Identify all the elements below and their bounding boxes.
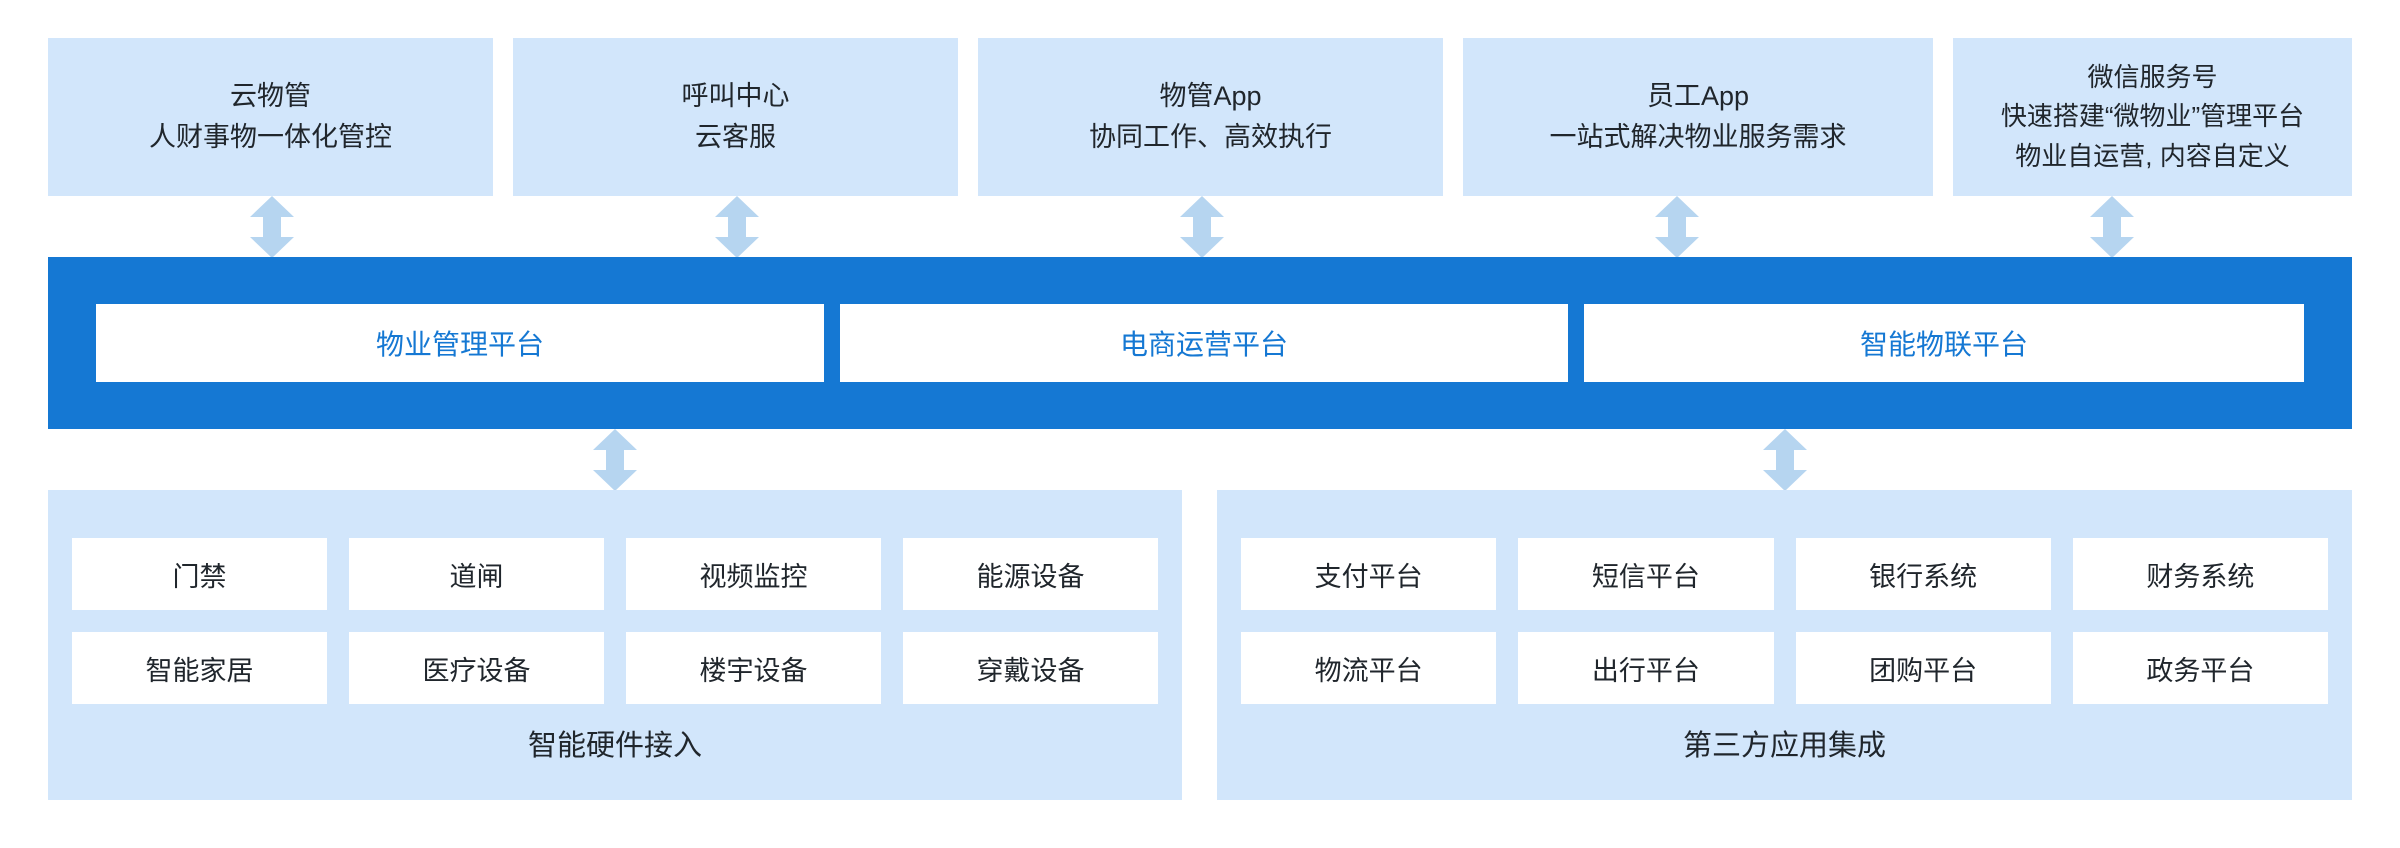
arrow-cloud-to-band xyxy=(250,196,294,258)
platform-card-label: 电商运营平台 xyxy=(1119,329,1288,360)
top-application-row: 云物管 人财事物一体化管控 呼叫中心 云客服 物管App 协同工作、高效执行 员… xyxy=(48,38,2352,196)
arrow-wechat-to-band xyxy=(2090,196,2134,258)
platform-card-label: 物业管理平台 xyxy=(375,329,544,360)
cell-label: 智能家居 xyxy=(145,655,254,686)
platform-card-property-management[interactable]: 物业管理平台 xyxy=(96,304,824,382)
cell-label: 医疗设备 xyxy=(422,655,531,686)
top-card-title: 微信服务号 xyxy=(2087,61,2218,92)
hardware-grid: 门禁 道闸 视频监控 能源设备 智能家居 医疗设备 xyxy=(48,538,1182,704)
cell-label: 银行系统 xyxy=(1869,561,1978,592)
thirdparty-cell-travel-platform[interactable]: 出行平台 xyxy=(1518,632,1774,704)
cell-label: 视频监控 xyxy=(699,561,808,592)
hardware-cell-wearable-equipment[interactable]: 穿戴设备 xyxy=(903,632,1158,704)
top-card-subtitle: 云客服 xyxy=(695,122,776,152)
thirdparty-cell-group-buying-platform[interactable]: 团购平台 xyxy=(1795,632,2051,704)
top-card-call-center[interactable]: 呼叫中心 云客服 xyxy=(513,38,958,196)
hardware-row-2: 智能家居 医疗设备 楼宇设备 穿戴设备 xyxy=(72,632,1158,704)
hardware-cell-energy-equipment[interactable]: 能源设备 xyxy=(903,538,1158,610)
hardware-cell-video-surveillance[interactable]: 视频监控 xyxy=(626,538,881,610)
hardware-row-1: 门禁 道闸 视频监控 能源设备 xyxy=(72,538,1158,610)
thirdparty-cell-finance-system[interactable]: 财务系统 xyxy=(2072,538,2328,610)
hardware-cell-access-control[interactable]: 门禁 xyxy=(72,538,327,610)
cell-label: 出行平台 xyxy=(1591,655,1700,686)
top-card-pm-app[interactable]: 物管App 协同工作、高效执行 xyxy=(978,38,1443,196)
top-card-title: 呼叫中心 xyxy=(681,80,790,111)
panel-label-smart-hardware: 智能硬件接入 xyxy=(527,730,702,762)
arrow-band-to-hardware xyxy=(593,429,637,491)
cell-label: 能源设备 xyxy=(976,561,1085,592)
hardware-cell-building-equipment[interactable]: 楼宇设备 xyxy=(626,632,881,704)
cell-label: 穿戴设备 xyxy=(976,655,1085,686)
arrow-callcenter-to-band xyxy=(715,196,759,258)
thirdparty-grid: 支付平台 短信平台 银行系统 财务系统 物流平台 出行平台 xyxy=(1217,538,2352,704)
top-card-subtitle-2: 物业自运营, 内容自定义 xyxy=(2015,140,2290,171)
thirdparty-row-2: 物流平台 出行平台 团购平台 政务平台 xyxy=(1241,632,2328,704)
thirdparty-cell-logistics-platform[interactable]: 物流平台 xyxy=(1241,632,1497,704)
cell-label: 门禁 xyxy=(172,561,227,592)
cell-label: 财务系统 xyxy=(2146,561,2255,592)
hardware-cell-smart-home[interactable]: 智能家居 xyxy=(72,632,327,704)
cell-label: 物流平台 xyxy=(1314,655,1423,686)
arrow-pmapp-to-band xyxy=(1180,196,1224,258)
thirdparty-cell-bank-system[interactable]: 银行系统 xyxy=(1795,538,2051,610)
cell-label: 支付平台 xyxy=(1314,561,1423,592)
top-card-title: 员工App xyxy=(1646,80,1750,111)
arrow-staffapp-to-band xyxy=(1655,196,1699,258)
top-card-subtitle: 快速搭建“微物业”管理平台 xyxy=(2000,101,2305,132)
top-card-title: 云物管 xyxy=(230,80,311,111)
thirdparty-cell-sms-platform[interactable]: 短信平台 xyxy=(1518,538,1774,610)
cell-label: 团购平台 xyxy=(1869,655,1978,686)
top-card-staff-app[interactable]: 员工App 一站式解决物业服务需求 xyxy=(1463,38,1933,196)
hardware-cell-medical-equipment[interactable]: 医疗设备 xyxy=(349,632,604,704)
thirdparty-cell-payment-platform[interactable]: 支付平台 xyxy=(1241,538,1497,610)
cell-label: 道闸 xyxy=(449,561,504,592)
top-card-wechat-service[interactable]: 微信服务号 快速搭建“微物业”管理平台 物业自运营, 内容自定义 xyxy=(1953,38,2352,196)
top-card-subtitle: 一站式解决物业服务需求 xyxy=(1549,122,1847,152)
top-card-title: 物管App xyxy=(1159,80,1262,111)
thirdparty-cell-government-platform[interactable]: 政务平台 xyxy=(2072,632,2328,704)
arrow-band-to-thirdparty xyxy=(1763,429,1807,491)
top-card-subtitle: 协同工作、高效执行 xyxy=(1089,122,1332,152)
panel-smart-hardware: 门禁 道闸 视频监控 能源设备 智能家居 医疗设备 xyxy=(48,490,1182,800)
platform-card-label: 智能物联平台 xyxy=(1859,329,2028,360)
platform-band: 物业管理平台 电商运营平台 智能物联平台 xyxy=(48,257,2352,429)
platform-card-iot[interactable]: 智能物联平台 xyxy=(1584,304,2304,382)
thirdparty-row-1: 支付平台 短信平台 银行系统 财务系统 xyxy=(1241,538,2328,610)
panel-third-party-integration: 支付平台 短信平台 银行系统 财务系统 物流平台 出行平台 xyxy=(1217,490,2352,800)
top-card-subtitle: 人财事物一体化管控 xyxy=(149,122,392,152)
panel-label-third-party: 第三方应用集成 xyxy=(1682,730,1886,762)
platform-card-ecommerce[interactable]: 电商运营平台 xyxy=(840,304,1568,382)
cell-label: 政务平台 xyxy=(2146,655,2255,686)
hardware-cell-barrier-gate[interactable]: 道闸 xyxy=(349,538,604,610)
cell-label: 楼宇设备 xyxy=(699,655,808,686)
cell-label: 短信平台 xyxy=(1591,561,1700,592)
top-card-cloud-property[interactable]: 云物管 人财事物一体化管控 xyxy=(48,38,493,196)
